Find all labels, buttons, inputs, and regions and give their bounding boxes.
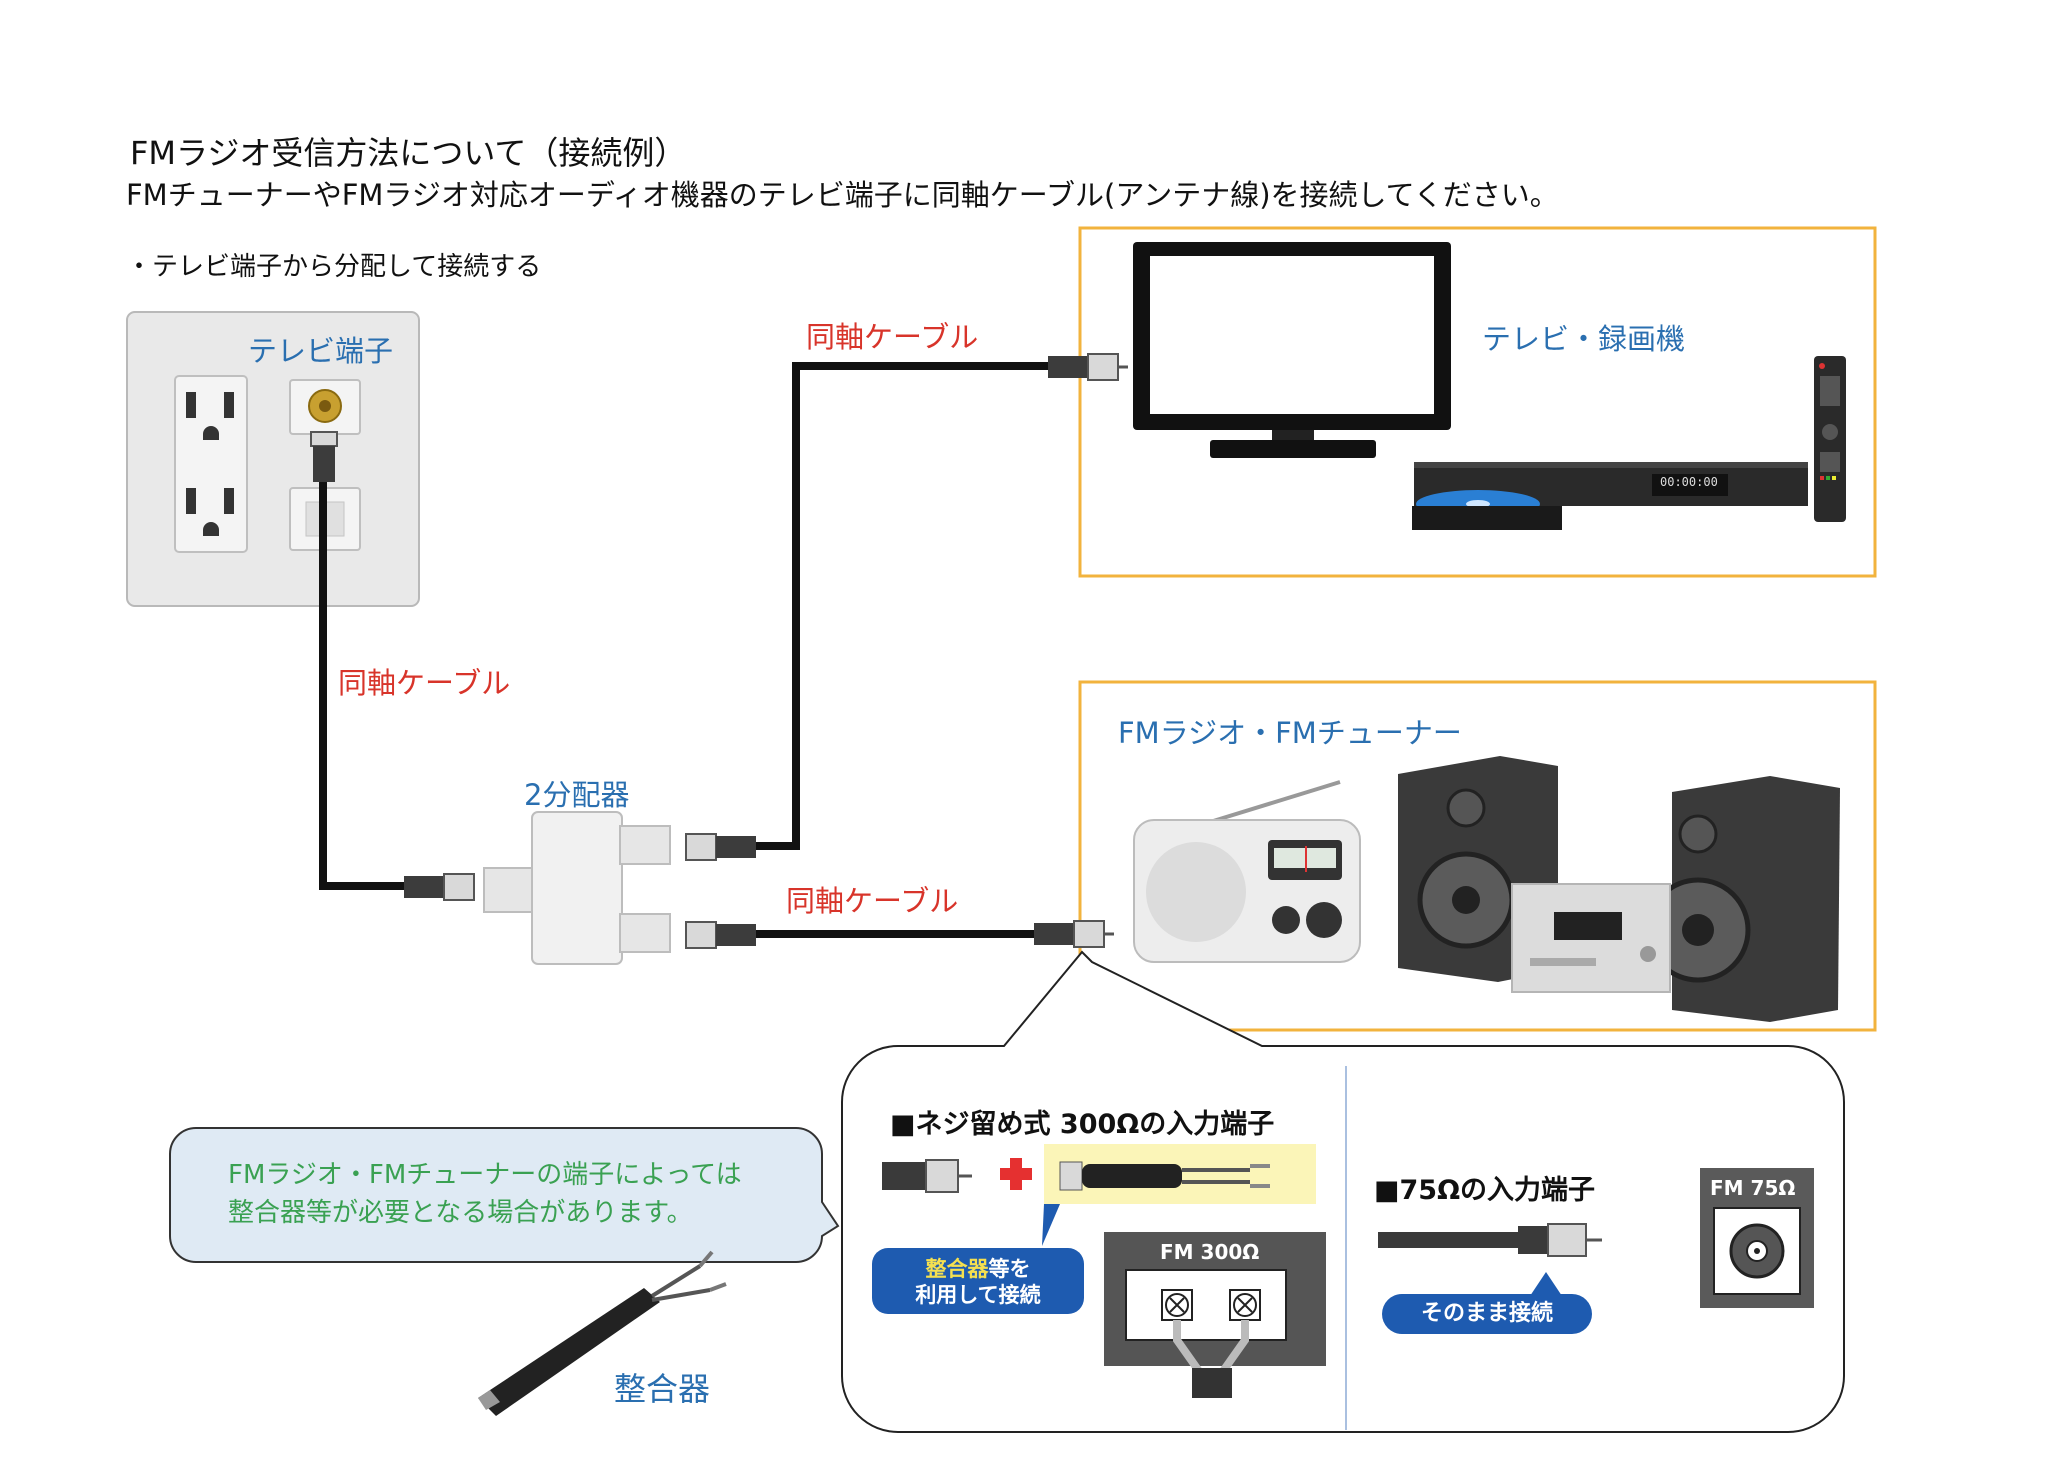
page-subtitle: FMチューナーやFMラジオ対応オーディオ機器のテレビ端子に同軸ケーブル(アンテナ… [126,178,1559,212]
speech-bubble-line1: FMラジオ・FMチューナーの端子によっては [228,1160,742,1190]
connector-tv [1048,353,1128,381]
balun-label: 整合器 [614,1370,711,1408]
balun-note-line2: 利用して接続 [915,1283,1041,1307]
section-bullet: ・テレビ端子から分配して接続する [126,252,542,282]
speech-bubble [169,1127,840,1263]
fm-group-label: FMラジオ・FMチューナー [1118,716,1462,750]
balun-note-highlight: 整合器 [925,1257,989,1281]
fm300-terminal-panel [1104,1232,1326,1398]
tv-icon [1133,242,1451,458]
balun-note-rest: 等を [988,1257,1031,1281]
fm-group-frame [1078,680,1877,1032]
connector-fm [1034,920,1114,948]
tv-group-label: テレビ・録画機 [1482,322,1686,356]
amplifier-icon [1511,883,1671,993]
screw-terminal-heading: ■ネジ留め式 300Ωの入力端子 [890,1109,1275,1140]
coax-terminal-heading: ■75Ωの入力端子 [1374,1175,1596,1206]
detail-75-coax-icon [1378,1223,1602,1257]
page-title: FMラジオ受信方法について（接続例） [130,134,687,172]
speech-bubble-line2: 整合器等が必要となる場合があります。 [228,1198,693,1228]
stereo-speakers-icon [1398,756,1840,1022]
recorder-icon [1412,462,1808,530]
coax-cables [319,362,1048,938]
speech-bubble-text: FMラジオ・FMチューナーの端子によっては 整合器等が必要となる場合があります。 [228,1156,848,1232]
detail-coax-cable-icon [882,1159,972,1193]
connector-splitter-in [404,873,475,901]
cable-label-wall: 同軸ケーブル [338,666,511,700]
fm75-panel-label: FM 75Ω [1710,1176,1796,1200]
cable-label-fm: 同軸ケーブル [786,884,959,918]
fm300-panel-label: FM 300Ω [1160,1240,1260,1264]
cable-label-tv: 同軸ケーブル [806,320,979,354]
recorder-display: 00:00:00 [1660,475,1718,489]
outlet-socket-top [186,392,234,440]
radio-icon [1133,780,1361,963]
balun-note-pill: 整合器等を 利用して接続 [872,1248,1084,1314]
connector-splitter-out2 [685,921,756,949]
plus-icon [1000,1158,1032,1190]
connector-splitter-out1 [685,833,756,861]
wall-plate [126,311,420,607]
detail-callout [841,950,1845,1433]
wall-plate-label: テレビ端子 [248,334,394,368]
outlet-socket-bottom [186,488,234,536]
direct-connect-pill: そのまま接続 [1382,1294,1592,1334]
connector-wall [310,431,338,482]
remote-icon [1814,356,1846,522]
fm75-terminal-panel [1700,1168,1814,1308]
detail-balun-icon [1059,1161,1270,1191]
balun-icon [478,1250,727,1416]
tv-group-frame [1078,226,1877,578]
splitter-label: 2分配器 [524,778,630,812]
splitter-device [483,811,671,965]
